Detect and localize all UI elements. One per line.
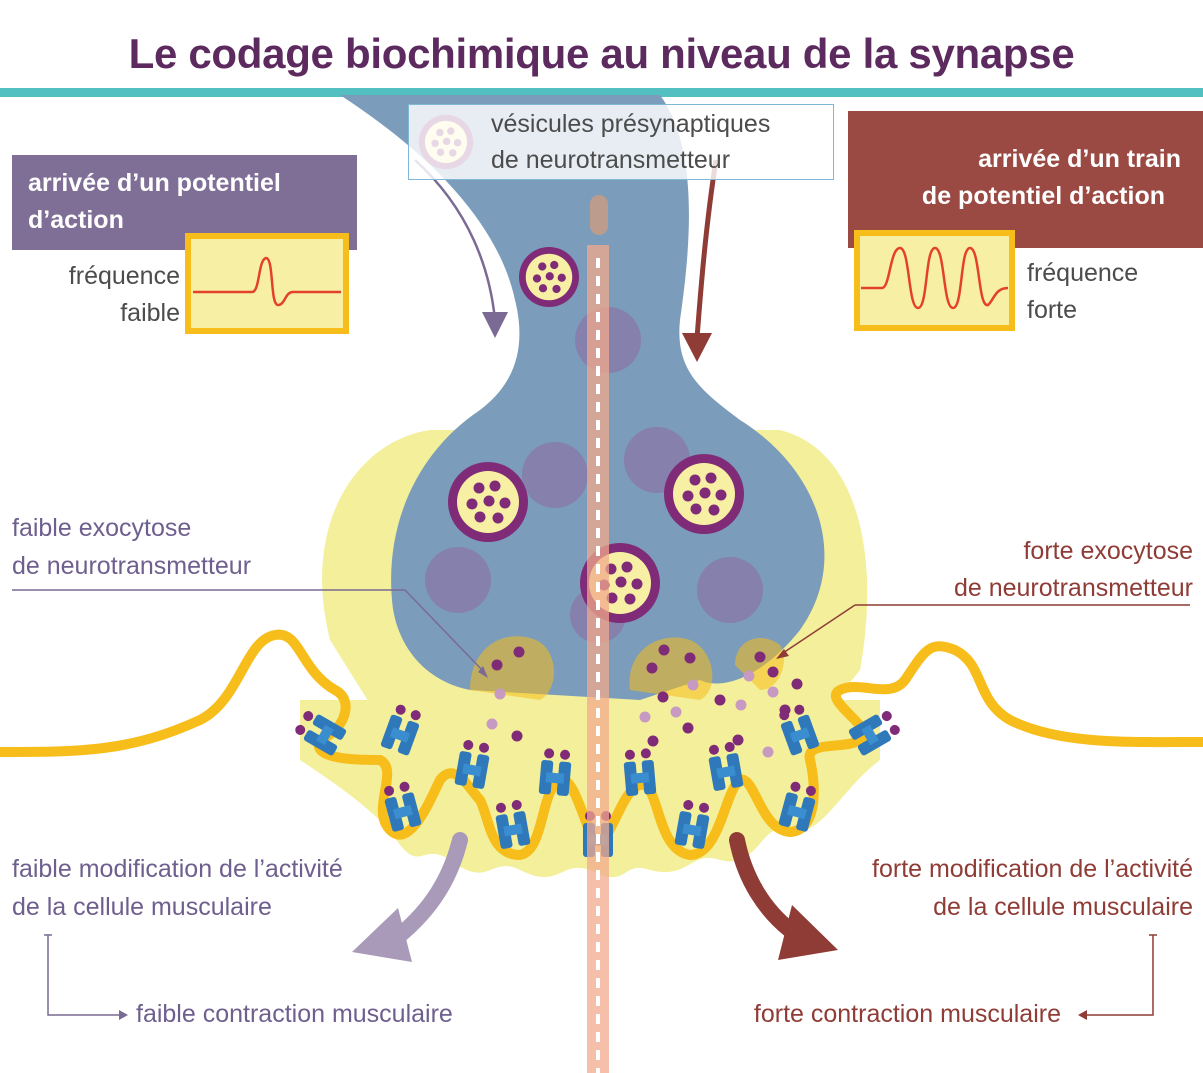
left-contraction-label: faible contraction musculaire xyxy=(136,1000,453,1028)
split-band-top xyxy=(590,195,608,235)
signal-single-box xyxy=(185,233,349,334)
right-frequency-line1: fréquence xyxy=(1027,259,1139,287)
bracket-left xyxy=(47,935,125,1016)
pointer-right-exocytosis-diag xyxy=(779,604,856,656)
bracket-right xyxy=(1083,935,1154,1016)
exocytosis-left xyxy=(470,636,554,742)
right-exocytosis-line1: forte exocytose xyxy=(1023,537,1193,565)
vesicle-legend-line1: vésicules présynaptiques xyxy=(491,110,771,138)
left-frequency-line2: faible xyxy=(120,299,180,327)
left-exocytosis-line2: de neurotransmetteur xyxy=(12,552,252,580)
title-rule xyxy=(0,88,1203,97)
bracket-left-head xyxy=(119,1010,128,1020)
right-header-box xyxy=(848,111,1203,248)
vesicle-legend-box xyxy=(408,104,834,180)
arrow-to-terminal-right xyxy=(694,159,719,339)
left-header-line2: d’action xyxy=(28,206,124,234)
pointer-left-exocytosis-head xyxy=(478,666,488,678)
arrow-activity-left-head xyxy=(352,908,412,962)
right-header-line1: arrivée d’un train xyxy=(978,145,1181,173)
arrow-activity-right-head xyxy=(778,905,838,960)
right-activity-line2: de la cellule musculaire xyxy=(933,893,1193,921)
pointer-left-exocytosis-diag xyxy=(404,589,486,674)
arrow-to-terminal-left-head xyxy=(482,312,508,338)
bracket-right-head xyxy=(1078,1010,1087,1020)
pointer-right-exocytosis-head xyxy=(776,649,789,659)
left-activity-line2: de la cellule musculaire xyxy=(12,893,272,921)
arrow-activity-right xyxy=(729,832,798,938)
right-contraction-label: forte contraction musculaire xyxy=(753,1000,1061,1028)
right-frequency-line2: forte xyxy=(1027,296,1078,324)
arrow-to-terminal-right-head xyxy=(682,333,712,362)
left-activity-line1: faible modification de l’activité xyxy=(12,855,343,883)
left-frequency-line1: fréquence xyxy=(68,262,180,290)
right-exocytosis-line2: de neurotransmetteur xyxy=(953,574,1193,602)
right-header-line2: de potentiel d’action xyxy=(921,182,1165,210)
signal-train-box xyxy=(854,230,1015,331)
exocytosis-right xyxy=(629,637,803,758)
left-exocytosis-line1: faible exocytose xyxy=(12,514,192,542)
right-activity-line1: forte modification de l’activité xyxy=(872,855,1193,883)
page-title: Le codage biochimique au niveau de la sy… xyxy=(128,30,1075,77)
vesicle-legend-line2: de neurotransmetteur xyxy=(491,146,731,174)
left-header-line1: arrivée d’un potentiel xyxy=(28,169,281,197)
arrow-activity-left xyxy=(392,832,468,943)
